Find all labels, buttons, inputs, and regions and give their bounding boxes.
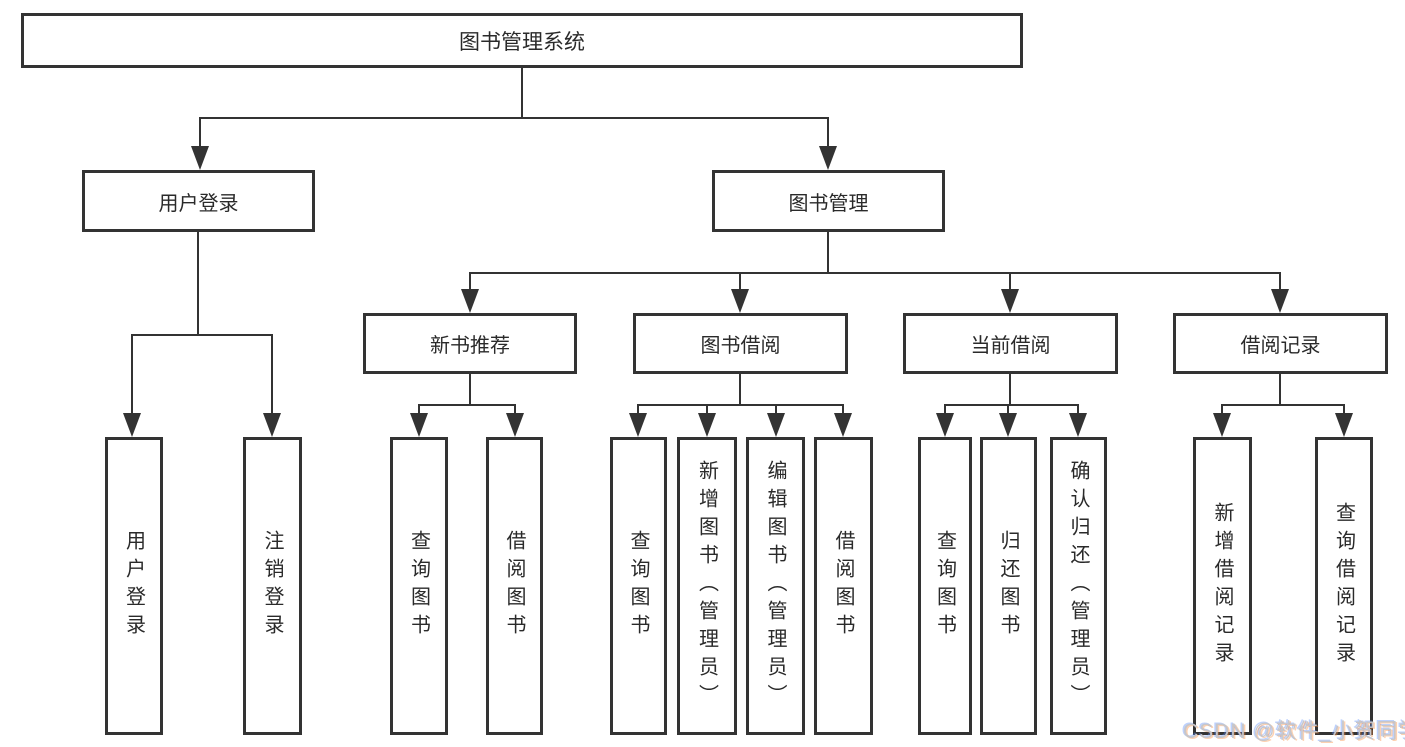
node-leaf-user-login: 用户登录 <box>105 437 163 735</box>
arrow-down-icon <box>1213 413 1231 437</box>
arrow-down-icon <box>999 413 1017 437</box>
node-label: 图书管理系统 <box>459 30 585 54</box>
arrow-down-icon <box>191 146 209 170</box>
connector-line <box>826 232 830 273</box>
node-leaf-cb-confirm-return: 确认归还（管理员） <box>1050 437 1107 735</box>
arrow-down-icon <box>767 413 785 437</box>
node-leaf-bb-add-book: 新增图书（管理员） <box>677 437 737 735</box>
node-label: 编辑图书（管理员） <box>764 460 786 712</box>
connector-line <box>636 403 845 407</box>
connector-line <box>196 232 200 335</box>
node-label: 新书推荐 <box>430 335 510 357</box>
connector-line <box>943 403 1080 407</box>
node-label: 图书管理 <box>788 192 869 215</box>
arrow-down-icon <box>263 413 281 437</box>
connector-line <box>130 333 274 337</box>
node-label: 确认归还（管理员） <box>1067 460 1089 712</box>
arrow-down-icon <box>731 289 749 313</box>
connector-line <box>468 271 1282 275</box>
node-label: 新增借阅记录 <box>1211 502 1233 670</box>
node-label: 借阅图书 <box>832 530 854 642</box>
node-leaf-cb-return-book: 归还图书 <box>980 437 1037 735</box>
connector-line <box>468 374 472 405</box>
connector-line <box>738 374 742 405</box>
node-user-login: 用户登录 <box>82 170 315 232</box>
connector-line <box>1008 374 1012 405</box>
arrow-down-icon <box>819 146 837 170</box>
connector-line <box>1278 273 1282 299</box>
node-new-book-recommend: 新书推荐 <box>363 313 577 374</box>
connector-line <box>1220 403 1346 407</box>
arrow-down-icon <box>506 413 524 437</box>
node-label: 当前借阅 <box>970 335 1051 357</box>
arrow-down-icon <box>698 413 716 437</box>
node-label: 查询借阅记录 <box>1332 502 1355 670</box>
connector-line <box>826 118 830 156</box>
node-leaf-nb-borrow-book: 借阅图书 <box>486 437 543 735</box>
node-leaf-bb-query-book: 查询图书 <box>610 437 667 735</box>
arrow-down-icon <box>410 413 428 437</box>
arrow-down-icon <box>936 413 954 437</box>
node-label: 查询图书 <box>407 530 430 642</box>
arrow-down-icon <box>1069 413 1087 437</box>
connector-line <box>270 335 274 423</box>
connector-line <box>1278 374 1282 405</box>
node-leaf-logout: 注销登录 <box>243 437 302 735</box>
node-leaf-nb-query-book: 查询图书 <box>390 437 448 735</box>
node-label: 注销登录 <box>261 530 283 642</box>
connector-line <box>738 273 742 299</box>
node-label: 用户登录 <box>122 530 145 642</box>
arrow-down-icon <box>629 413 647 437</box>
node-label: 用户登录 <box>158 192 239 215</box>
node-book-borrow: 图书借阅 <box>633 313 848 374</box>
arrow-down-icon <box>123 413 141 437</box>
connector-line <box>1008 273 1012 299</box>
node-library-system: 图书管理系统 <box>21 13 1023 68</box>
node-leaf-br-query-record: 查询借阅记录 <box>1315 437 1373 735</box>
arrow-down-icon <box>1001 289 1019 313</box>
node-label: 借阅记录 <box>1240 335 1321 357</box>
arrow-down-icon <box>834 413 852 437</box>
node-label: 借阅图书 <box>503 530 525 642</box>
connector-line <box>417 403 517 407</box>
connector-line <box>520 68 524 118</box>
node-label: 新增图书（管理员） <box>695 460 718 712</box>
node-label: 图书借阅 <box>700 335 781 357</box>
node-label: 归还图书 <box>997 530 1019 642</box>
node-leaf-cb-query-book: 查询图书 <box>918 437 972 735</box>
connector-line <box>198 116 830 120</box>
node-leaf-bb-edit-book: 编辑图书（管理员） <box>746 437 805 735</box>
node-current-borrow: 当前借阅 <box>903 313 1118 374</box>
arrow-down-icon <box>1271 289 1289 313</box>
node-leaf-bb-borrow-book: 借阅图书 <box>814 437 873 735</box>
connector-line <box>468 273 472 299</box>
arrow-down-icon <box>461 289 479 313</box>
node-leaf-br-add-record: 新增借阅记录 <box>1193 437 1252 735</box>
node-book-management: 图书管理 <box>712 170 945 232</box>
arrow-down-icon <box>1335 413 1353 437</box>
connector-line <box>130 335 134 423</box>
node-label: 查询图书 <box>933 530 956 642</box>
connector-line <box>198 118 202 156</box>
node-borrow-records: 借阅记录 <box>1173 313 1388 374</box>
csdn-watermark: CSDN @软件_小贺同学 <box>1183 720 1405 743</box>
node-label: 查询图书 <box>627 530 649 642</box>
